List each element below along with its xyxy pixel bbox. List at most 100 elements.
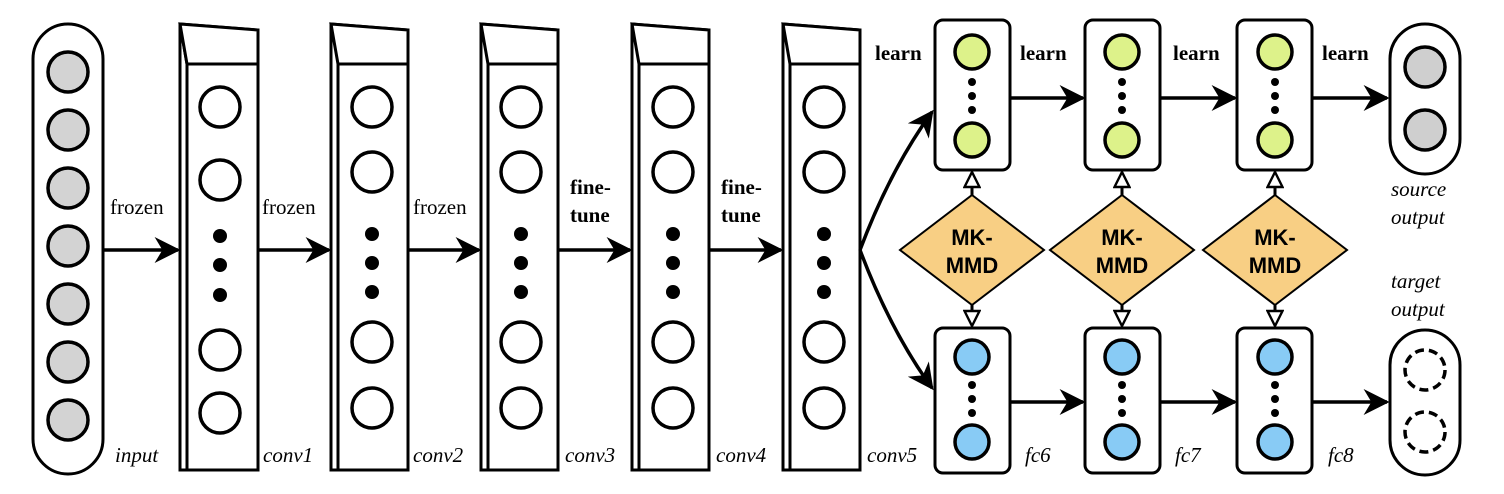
target-output-label-2: output xyxy=(1391,297,1446,321)
ellipsis-dot xyxy=(968,381,976,389)
conv-node xyxy=(802,320,846,364)
ellipsis-dot xyxy=(1271,381,1279,389)
conv-node xyxy=(198,328,242,372)
ellipsis-dot xyxy=(213,229,227,243)
learn-label-4: learn xyxy=(1322,41,1369,65)
target-output-node xyxy=(1403,410,1447,454)
conv-node xyxy=(499,150,543,194)
ellipsis-dot xyxy=(1118,395,1126,403)
ellipsis-dot xyxy=(968,409,976,417)
target-fc6 xyxy=(933,326,1012,475)
ellipsis-dot xyxy=(1118,106,1126,114)
target-output-layer xyxy=(1388,328,1462,477)
edge-label-finetune-1b: tune xyxy=(570,203,610,227)
target-fc7 xyxy=(1083,326,1162,475)
learn-label-3: learn xyxy=(1173,41,1220,65)
input-node xyxy=(46,282,90,326)
source-fc6 xyxy=(933,18,1012,172)
source-output-label-1: source xyxy=(1391,177,1446,201)
learn-label-2: learn xyxy=(1020,41,1067,65)
arrow-conv5-source-fc6 xyxy=(858,109,934,251)
ellipsis-dot xyxy=(817,285,831,299)
ellipsis-dot xyxy=(968,106,976,114)
conv-node xyxy=(651,320,695,364)
conv1-label: conv1 xyxy=(263,443,313,467)
conv1-layer xyxy=(178,22,260,472)
learn-label-1: learn xyxy=(875,41,922,65)
ellipsis-dot xyxy=(968,395,976,403)
ellipsis-dot xyxy=(1118,381,1126,389)
conv-node xyxy=(350,150,394,194)
conv-node xyxy=(651,85,695,129)
mmd-diamond-fc8: MK- MMD xyxy=(1201,193,1349,307)
source-output-node xyxy=(1403,108,1447,152)
input-node xyxy=(46,108,90,152)
ellipsis-dot xyxy=(365,256,379,270)
input-node xyxy=(46,166,90,210)
edge-label-finetune-2a: fine- xyxy=(721,175,762,199)
conv-node xyxy=(499,320,543,364)
conv-node xyxy=(499,85,543,129)
conv4-layer xyxy=(630,22,711,472)
edge-label-finetune-1a: fine- xyxy=(570,175,611,199)
edge-label-finetune-2b: tune xyxy=(721,203,761,227)
mmd-label-3a: MK- xyxy=(1254,225,1296,250)
ellipsis-dot xyxy=(1118,409,1126,417)
input-node xyxy=(46,50,90,94)
ellipsis-dot xyxy=(666,256,680,270)
ellipsis-dot xyxy=(1118,78,1126,86)
source-fc7 xyxy=(1083,18,1162,172)
ellipsis-dot xyxy=(1271,106,1279,114)
input-node xyxy=(46,398,90,442)
target-output-label-1: target xyxy=(1391,269,1442,293)
mmd-label-1a: MK- xyxy=(951,225,993,250)
source-node xyxy=(953,121,991,159)
input-node xyxy=(46,224,90,268)
fc6-label: fc6 xyxy=(1025,443,1051,467)
ellipsis-dot xyxy=(968,78,976,86)
source-node xyxy=(1103,33,1141,71)
target-node xyxy=(1103,423,1141,461)
ellipsis-dot xyxy=(968,92,976,100)
edge-label-frozen-2: frozen xyxy=(262,195,316,219)
conv-node xyxy=(802,85,846,129)
conv5-layer xyxy=(781,22,862,472)
conv3-layer xyxy=(479,22,560,472)
target-node xyxy=(953,423,991,461)
ellipsis-dot xyxy=(514,227,528,241)
conv-node xyxy=(350,320,394,364)
ellipsis-dot xyxy=(365,227,379,241)
target-node xyxy=(953,338,991,376)
ellipsis-dot xyxy=(817,256,831,270)
conv-node xyxy=(198,391,242,435)
ellipsis-dot xyxy=(1271,409,1279,417)
source-output-layer xyxy=(1388,22,1462,176)
target-node xyxy=(1256,338,1294,376)
source-node xyxy=(1103,121,1141,159)
input-label: input xyxy=(115,443,159,467)
mmd-diamond-fc6: MK- MMD xyxy=(898,193,1046,307)
conv-node xyxy=(651,386,695,430)
conv-node xyxy=(499,386,543,430)
target-node xyxy=(1256,423,1294,461)
mmd-label-2b: MMD xyxy=(1096,253,1149,278)
arrow-conv5-target-fc6 xyxy=(858,249,934,391)
ellipsis-dot xyxy=(666,285,680,299)
target-node xyxy=(1103,338,1141,376)
source-fc8 xyxy=(1235,18,1314,172)
mmd-label-2a: MK- xyxy=(1101,225,1143,250)
conv-node xyxy=(350,85,394,129)
ellipsis-dot xyxy=(1271,92,1279,100)
ellipsis-dot xyxy=(817,227,831,241)
ellipsis-dot xyxy=(213,258,227,272)
input-node xyxy=(46,340,90,384)
conv2-layer xyxy=(329,22,410,472)
ellipsis-dot xyxy=(1118,92,1126,100)
conv-node xyxy=(802,150,846,194)
ellipsis-dot xyxy=(514,285,528,299)
fc7-label: fc7 xyxy=(1175,443,1202,467)
mmd-diamond-fc7: MK- MMD xyxy=(1048,193,1196,307)
ellipsis-dot xyxy=(514,256,528,270)
source-output-node xyxy=(1403,45,1447,89)
